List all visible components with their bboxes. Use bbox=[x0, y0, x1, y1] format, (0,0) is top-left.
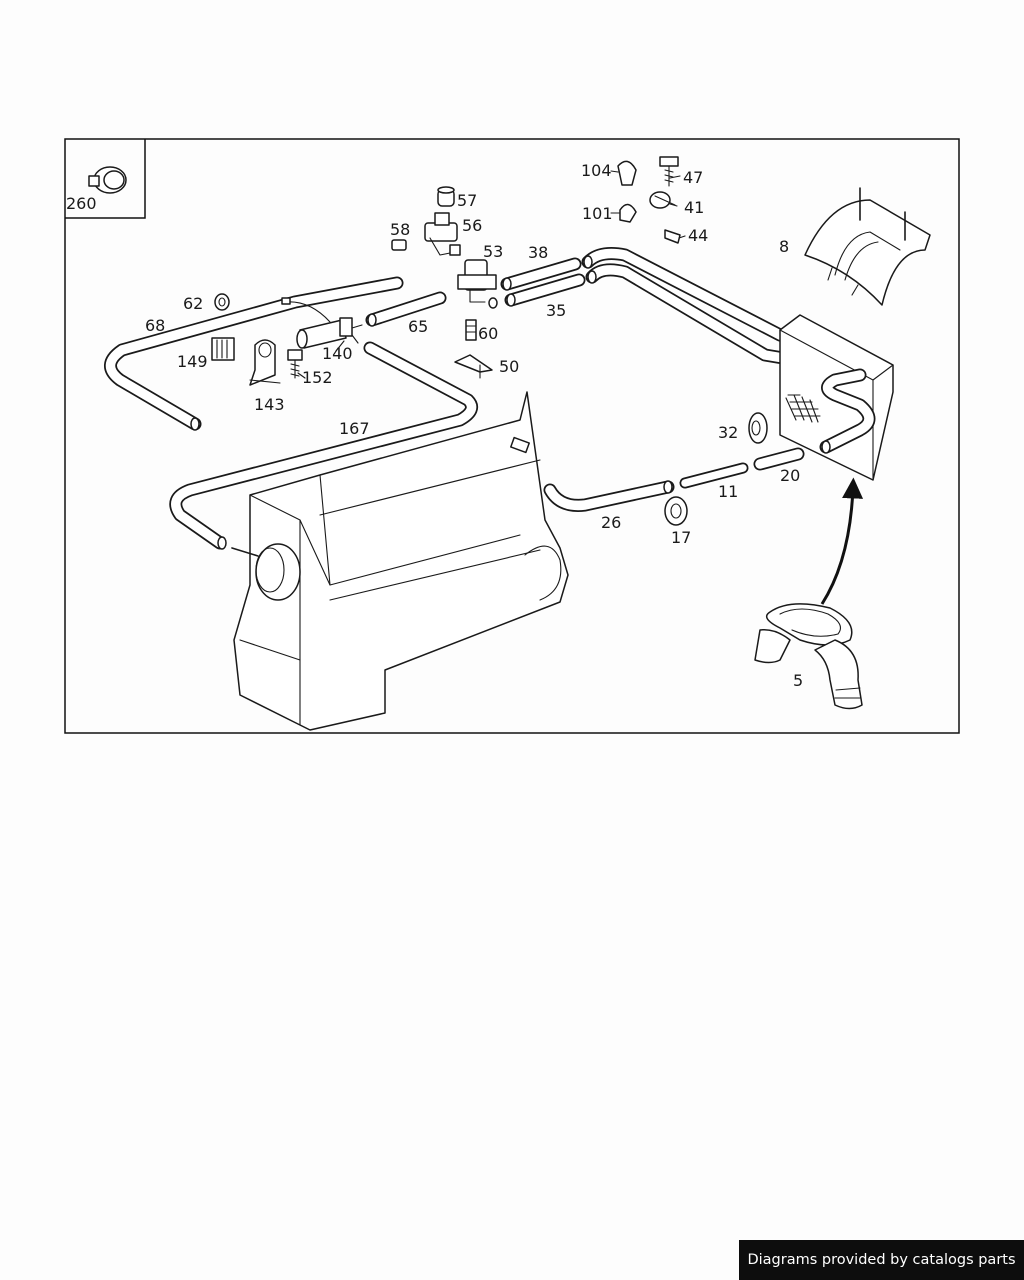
part-label-58: 58 bbox=[390, 220, 410, 239]
leader-lines bbox=[297, 170, 686, 379]
part-label-5: 5 bbox=[793, 671, 803, 690]
part-label-149: 149 bbox=[177, 352, 208, 371]
diagram-frame bbox=[64, 138, 960, 734]
part-label-53: 53 bbox=[483, 242, 503, 261]
hose-167 bbox=[169, 341, 479, 550]
part-label-152: 152 bbox=[302, 368, 333, 387]
tube-11 bbox=[679, 462, 749, 489]
part-label-56: 56 bbox=[462, 216, 482, 235]
part-label-41: 41 bbox=[684, 198, 704, 217]
connector-149 bbox=[211, 337, 235, 361]
part-label-50: 50 bbox=[499, 357, 519, 376]
part-label-101: 101 bbox=[582, 204, 613, 223]
clip-104 bbox=[617, 160, 637, 186]
part-label-11: 11 bbox=[718, 482, 738, 501]
part-label-143: 143 bbox=[254, 395, 285, 414]
grommet-32 bbox=[748, 412, 768, 444]
part-label-20: 20 bbox=[780, 466, 800, 485]
bracket-8 bbox=[804, 187, 931, 306]
clip-101 bbox=[619, 203, 637, 223]
valve-56 bbox=[424, 212, 461, 256]
credit-banner: Diagrams provided by catalogs parts bbox=[739, 1240, 1024, 1280]
bolt-152 bbox=[287, 349, 303, 379]
part-label-8: 8 bbox=[779, 237, 789, 256]
part-labels: 260 104 47 101 41 44 57 58 56 53 38 8 62… bbox=[66, 161, 803, 690]
hose-26 bbox=[543, 480, 675, 512]
part-label-17: 17 bbox=[671, 528, 691, 547]
pump-140 bbox=[281, 297, 363, 349]
part-label-26: 26 bbox=[601, 513, 621, 532]
screw-47 bbox=[659, 156, 679, 187]
part-label-68: 68 bbox=[145, 316, 165, 335]
part-label-62: 62 bbox=[183, 294, 203, 313]
cap-57 bbox=[437, 186, 455, 207]
part-label-104: 104 bbox=[581, 161, 612, 180]
grommet-17 bbox=[664, 496, 688, 526]
grommet-62 bbox=[214, 293, 230, 311]
part-label-60: 60 bbox=[478, 324, 498, 343]
hose-68 bbox=[104, 276, 404, 431]
part-label-140: 140 bbox=[322, 344, 353, 363]
clip-44 bbox=[664, 229, 681, 244]
part-label-44: 44 bbox=[688, 226, 708, 245]
heater-feed-hoses bbox=[581, 247, 822, 367]
arrow-to-heater-core bbox=[820, 477, 864, 605]
bracket-50 bbox=[454, 354, 493, 379]
hose-65 bbox=[365, 291, 447, 327]
clamp-143 bbox=[249, 339, 281, 386]
valve-53 bbox=[457, 259, 498, 309]
clip-41 bbox=[649, 191, 676, 209]
part-label-260: 260 bbox=[66, 194, 97, 213]
engine-block bbox=[231, 391, 569, 731]
hose-38 bbox=[500, 257, 582, 291]
hose-20 bbox=[753, 447, 805, 471]
part-label-65: 65 bbox=[408, 317, 428, 336]
air-duct-5 bbox=[754, 603, 863, 710]
part-label-35: 35 bbox=[546, 301, 566, 320]
heater-core bbox=[779, 314, 894, 481]
part-label-47: 47 bbox=[683, 168, 703, 187]
part-label-57: 57 bbox=[457, 191, 477, 210]
part-label-38: 38 bbox=[528, 243, 548, 262]
plug-58 bbox=[391, 239, 407, 251]
fitting-60 bbox=[465, 319, 477, 341]
credit-text: Diagrams provided by catalogs parts bbox=[747, 1252, 1016, 1268]
inset-box-260 bbox=[65, 139, 146, 219]
hose-35 bbox=[504, 273, 586, 307]
part-label-32: 32 bbox=[718, 423, 738, 442]
part-label-167: 167 bbox=[339, 419, 370, 438]
